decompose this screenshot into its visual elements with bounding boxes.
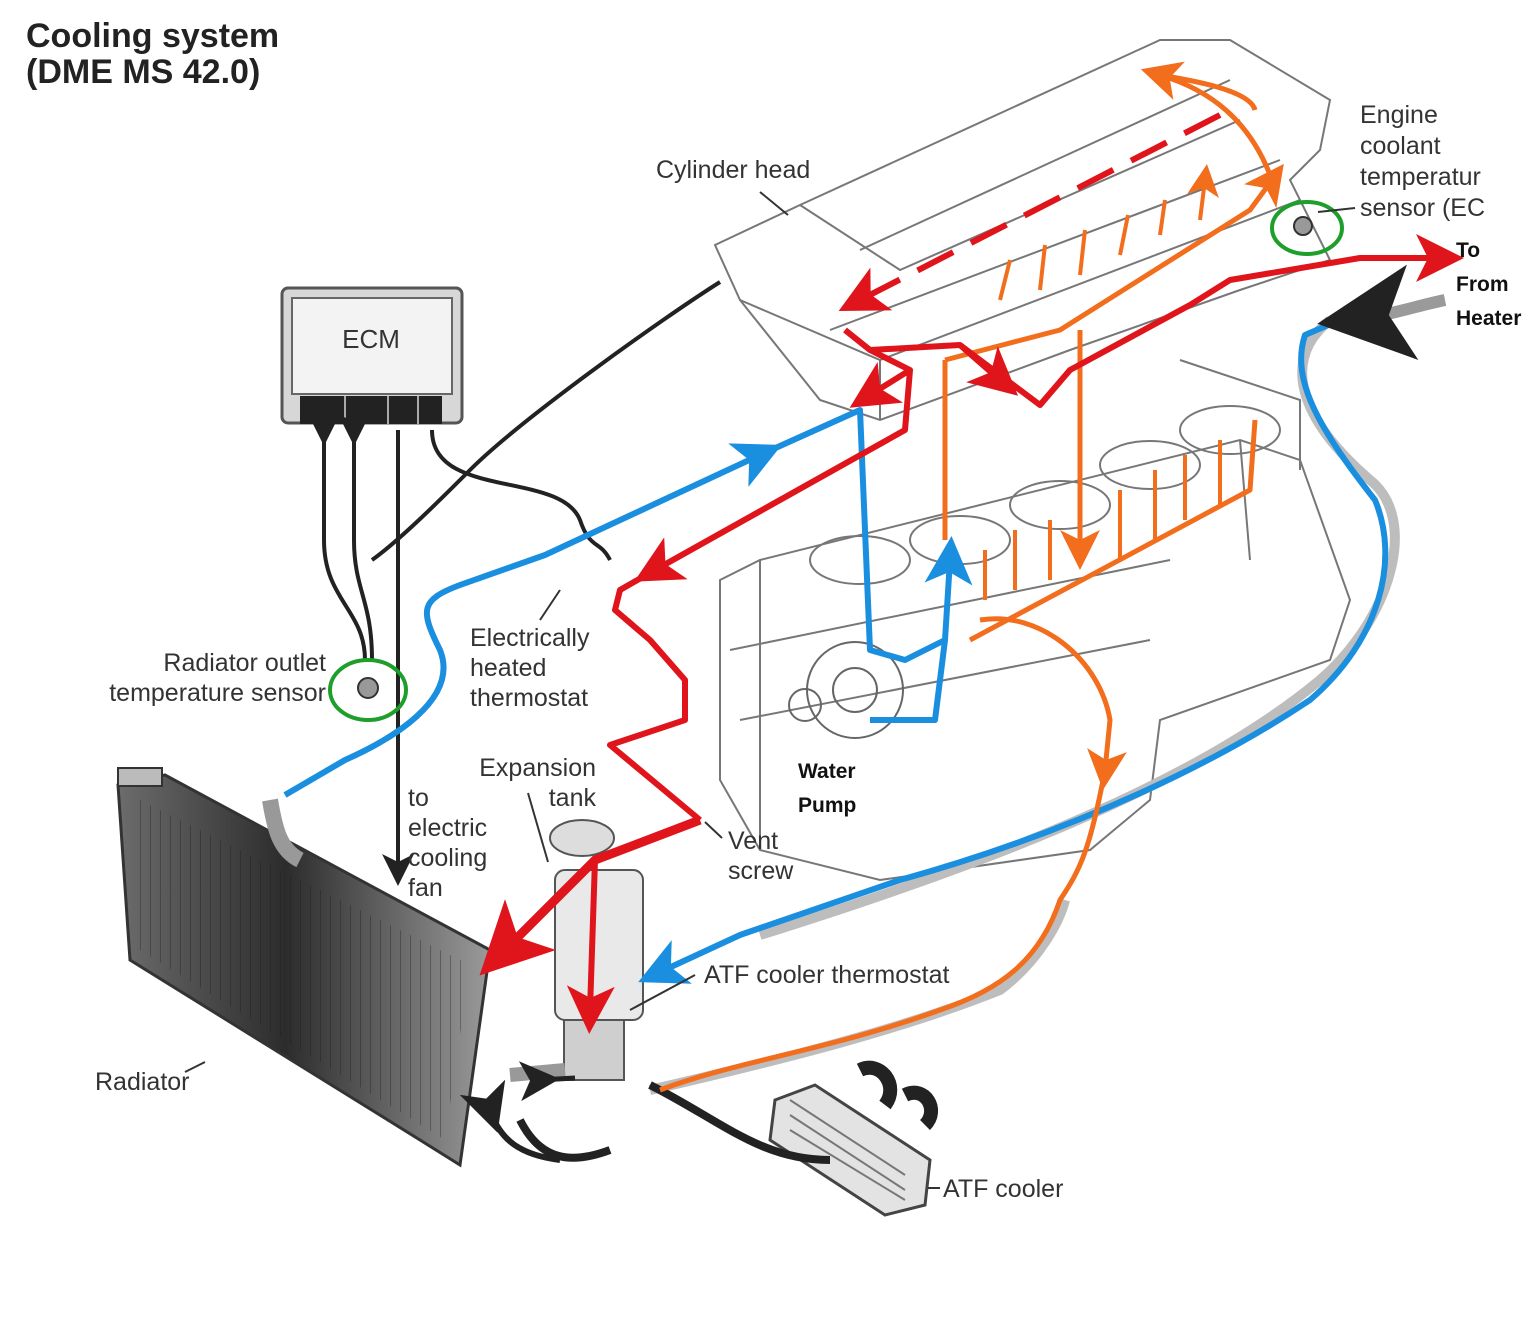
- label-cylinder-head: Cylinder head: [656, 156, 811, 184]
- engine-coolant-flow: [659, 61, 1284, 1093]
- engine-coolant-sensor-part: [1293, 216, 1313, 236]
- label-radiator: Radiator: [95, 1068, 190, 1096]
- hot-coolant-flow: [479, 112, 1464, 1034]
- title-line-1: Cooling system: [26, 17, 280, 55]
- label-engine-coolant-sensor: Engine coolant temperatur sensor (EC: [1360, 101, 1486, 222]
- label-radiator-outlet-sensor: Radiator outlet temperature sensor: [109, 649, 326, 707]
- engine-coolant-sensor-highlight: [1270, 200, 1344, 256]
- atf-cooler-part: [459, 1060, 938, 1217]
- water-pump-part: [788, 641, 904, 739]
- expansion-tank-part: [509, 819, 644, 1082]
- radiator-outlet-sensor-part: [357, 677, 379, 699]
- leader-lines: [184, 191, 1356, 1189]
- ecm-label: ECM: [342, 324, 400, 354]
- label-heater: To From Heater: [1456, 239, 1522, 330]
- label-vent-screw: Vent screw: [728, 827, 794, 885]
- ecm-unit: ECM: [280, 286, 464, 425]
- diagram-title: Cooling system (DME MS 42.0): [26, 18, 279, 90]
- radiator-part: [116, 767, 492, 1168]
- cooled-coolant-flow: [283, 317, 1389, 984]
- title-line-2: (DME MS 42.0): [26, 53, 261, 91]
- radiator-outlet-sensor-highlight: [328, 658, 408, 722]
- label-expansion-tank: Expansion tank: [479, 754, 596, 812]
- heater-return-arrow: [1317, 264, 1447, 360]
- label-atf-cooler: ATF cooler: [943, 1175, 1064, 1203]
- label-water-pump: Water Pump: [798, 760, 857, 817]
- label-electric-fan: to electric cooling fan: [408, 784, 488, 902]
- label-atf-thermostat: ATF cooler thermostat: [704, 961, 950, 989]
- label-thermostat: Electrically heated thermostat: [470, 624, 590, 712]
- ecm-wiring: [308, 280, 722, 886]
